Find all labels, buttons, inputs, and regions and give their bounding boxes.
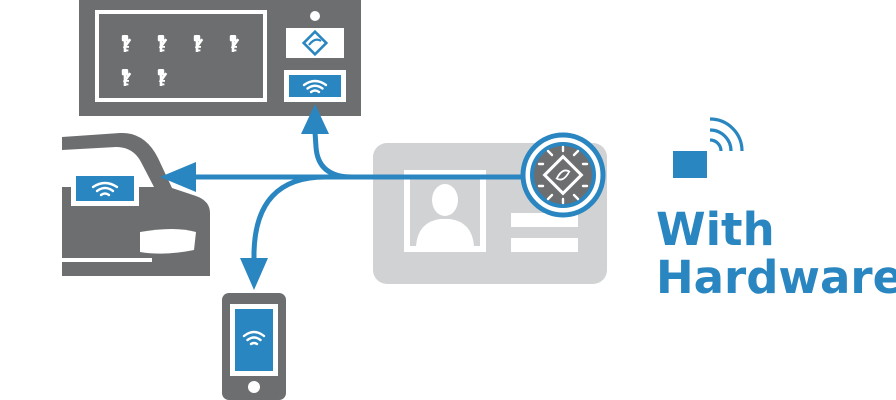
card-text-line-2 (511, 238, 578, 252)
wifi-icon (302, 79, 328, 94)
chip-pins (537, 145, 589, 205)
key-cabinet-icon (79, 0, 361, 116)
arrowheads (160, 104, 329, 290)
wifi-icon (242, 330, 266, 346)
headline-line-2: Hardware (656, 251, 896, 304)
brand-logo-icon (301, 29, 329, 57)
chip-die (542, 154, 584, 196)
wifi-icon (91, 181, 119, 197)
car-bumper-line (62, 258, 152, 262)
key-cabinet-window (95, 10, 267, 102)
signal-waves (709, 117, 744, 152)
phone-home-button (248, 381, 260, 393)
wireless-reader-icon (673, 117, 744, 178)
arrowhead-phone (240, 258, 268, 290)
arrowhead-cabinet (301, 104, 329, 134)
phone-screen (235, 309, 273, 371)
car-icon (62, 132, 210, 276)
reader-block (673, 151, 707, 178)
smartphone-icon (222, 293, 286, 400)
arrowhead-car (160, 162, 196, 192)
headline-line-1: With (656, 203, 775, 256)
car-headlight (140, 229, 196, 254)
headline: With Hardware (656, 206, 896, 302)
secure-chip-icon (520, 132, 606, 218)
cabinet-indicator-dot (310, 11, 320, 21)
person-silhouette-icon (416, 184, 474, 246)
arrow-to-phone (251, 174, 530, 265)
connection-arrows (189, 129, 530, 265)
